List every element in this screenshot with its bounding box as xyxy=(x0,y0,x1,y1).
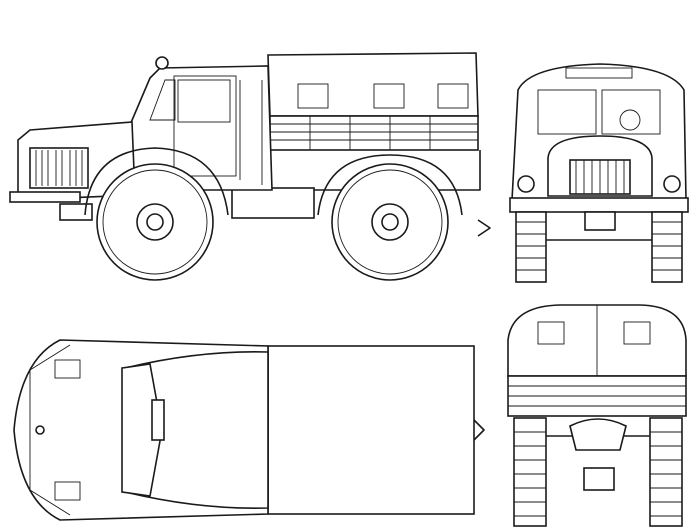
top-view xyxy=(13,339,485,521)
rear-wheel xyxy=(331,163,449,281)
front-view xyxy=(509,63,689,283)
side-view xyxy=(9,52,491,281)
front-wheel xyxy=(96,163,214,281)
rear-view xyxy=(507,304,687,527)
